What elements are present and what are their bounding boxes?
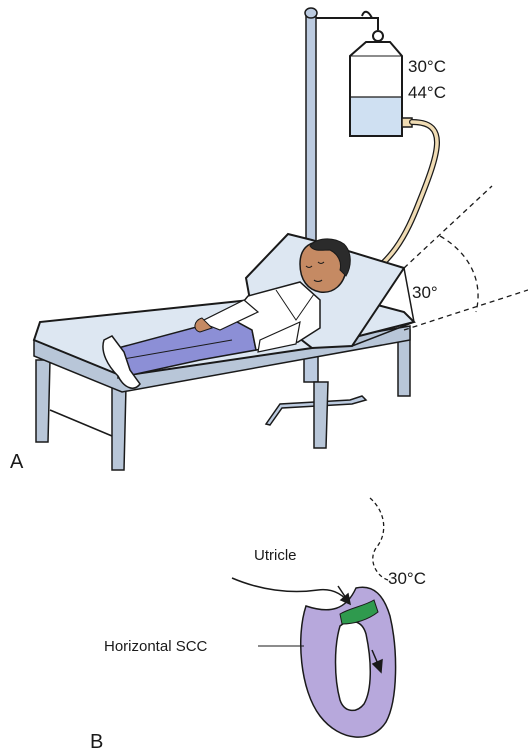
bottle-temp-warm: 44°C <box>408 83 446 102</box>
ear-canal-outline <box>370 498 388 580</box>
panel-b-label: B <box>90 731 103 753</box>
bottle-temp-cold: 30°C <box>408 57 446 76</box>
panel-a-label: A <box>10 451 24 473</box>
scc-temp-label: 30°C <box>388 569 426 588</box>
utricle-outline <box>232 578 350 606</box>
panel-a: 30° 30°C 44°C A <box>10 8 528 473</box>
angle-indicator <box>404 186 528 330</box>
horizontal-scc-label: Horizontal SCC <box>104 638 208 655</box>
panel-b: Utricle 30°C Horizontal SCC B <box>90 498 426 753</box>
angle-label: 30° <box>412 283 438 302</box>
irrigation-bottle <box>350 42 412 136</box>
utricle-label: Utricle <box>254 547 297 564</box>
